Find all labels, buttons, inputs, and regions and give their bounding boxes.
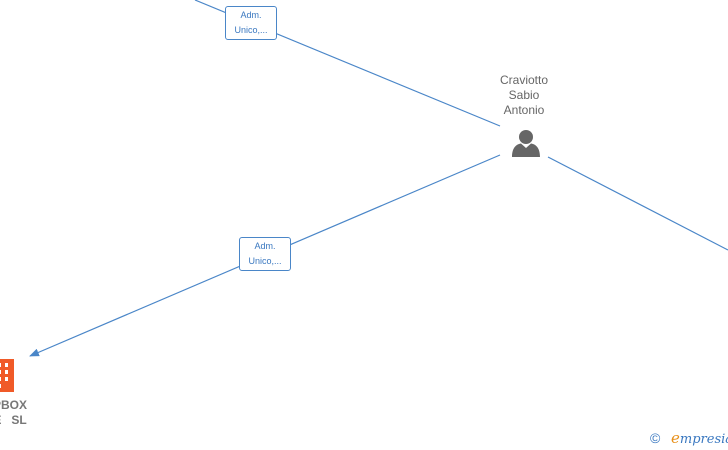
edge-label-line: Unico,... xyxy=(248,256,282,266)
brand-logo-rest: mpresia xyxy=(679,432,728,447)
edge-label-line: Adm. xyxy=(254,241,276,251)
building-icon[interactable] xyxy=(0,359,16,398)
company-name-line: E SL xyxy=(0,413,27,427)
person-icon[interactable] xyxy=(510,128,542,163)
edge-label-line: Unico,... xyxy=(234,25,268,35)
person-name-line: Antonio xyxy=(503,103,545,117)
brand-logo-first-letter: e xyxy=(671,429,680,447)
brand-logo[interactable]: empresia xyxy=(671,430,728,448)
person-name-line: Sabio xyxy=(508,88,540,102)
edge-label-top[interactable]: Adm. Unico,... xyxy=(225,6,277,40)
copyright-symbol: © xyxy=(650,430,661,446)
company-name[interactable]: PBOX E SL xyxy=(0,398,60,428)
person-name[interactable]: Craviotto Sabio Antonio xyxy=(474,73,574,118)
person-name-line: Craviotto xyxy=(499,73,549,87)
edge-label-line: Adm. xyxy=(240,10,262,20)
company-name-line: PBOX xyxy=(0,398,27,412)
edge-label-bottom[interactable]: Adm. Unico,... xyxy=(239,237,291,271)
edge-line-right xyxy=(547,156,728,251)
